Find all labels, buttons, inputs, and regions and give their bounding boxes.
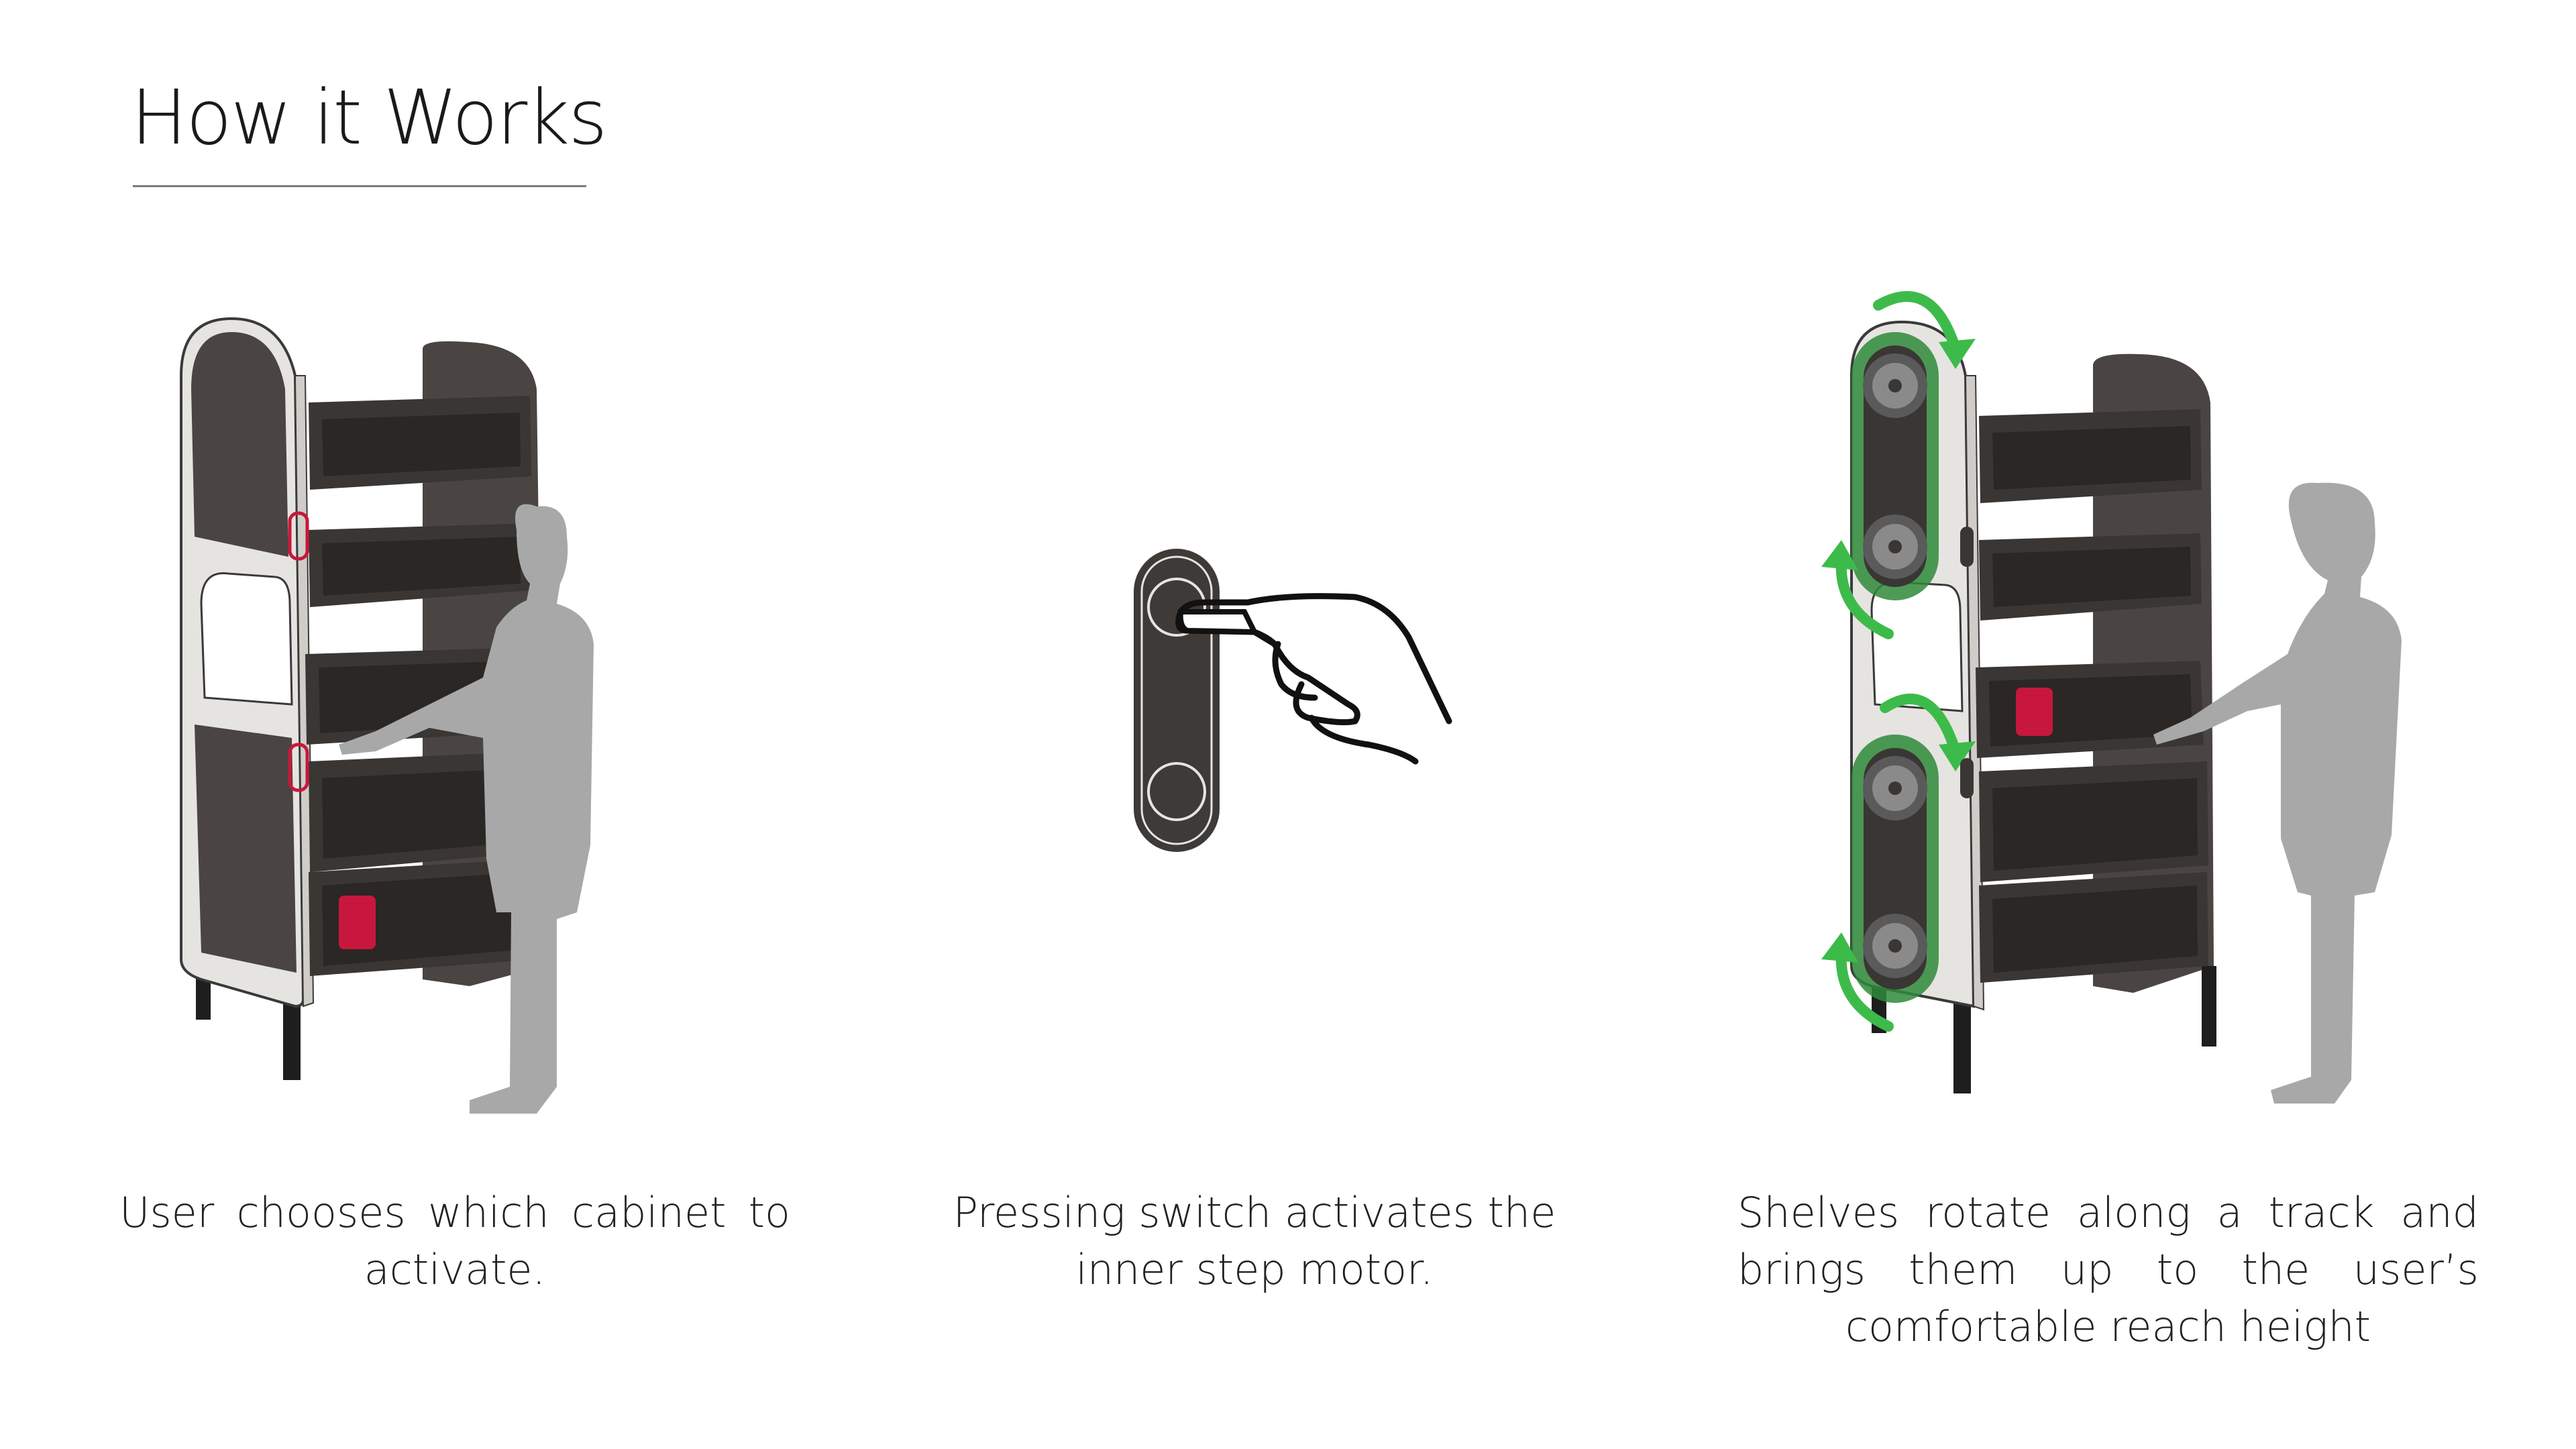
gear-icon: [1863, 914, 1927, 978]
person-silhouette: [2153, 482, 2402, 1104]
rotation-arrow-icon: [1835, 947, 1894, 1032]
step-3-caption: Shelves rotate along a track and brings …: [1737, 1188, 2479, 1351]
cabinet-leg: [1953, 993, 1971, 1093]
switch: [1960, 758, 1974, 798]
step-1-caption: User chooses which cabinet to activate.: [119, 1188, 790, 1294]
cabinet-frame-window: [1870, 581, 1964, 712]
switch: [1960, 527, 1974, 567]
step-2-caption: Pressing switch activates the inner step…: [953, 1188, 1556, 1294]
gear-icon: [1863, 756, 1927, 820]
gear-icon: [1863, 354, 1927, 418]
rotation-arrow-icon: [1873, 290, 1961, 354]
rotation-arrow-icon: [1880, 693, 1961, 757]
gear-icon: [1863, 515, 1927, 579]
rotation-arrow-icon: [1835, 555, 1894, 639]
person-silhouette: [339, 504, 594, 1114]
switch-highlight: [288, 511, 309, 561]
cabinet-frame-window: [200, 572, 293, 706]
cabinet-leg: [2202, 966, 2216, 1046]
belt-track-upper: [1851, 332, 1939, 600]
cabinet-frame-top-panel: [191, 332, 288, 557]
cabinet-frame-bottom-panel: [195, 724, 297, 973]
page-title: How it Works: [131, 74, 608, 162]
belt-track-lower: [1851, 735, 1939, 1003]
switch-highlight: [288, 743, 309, 792]
finger-press-icon: [1175, 593, 1452, 765]
red-item: [339, 896, 376, 949]
red-item: [2016, 688, 2053, 736]
title-underline: [133, 185, 586, 187]
